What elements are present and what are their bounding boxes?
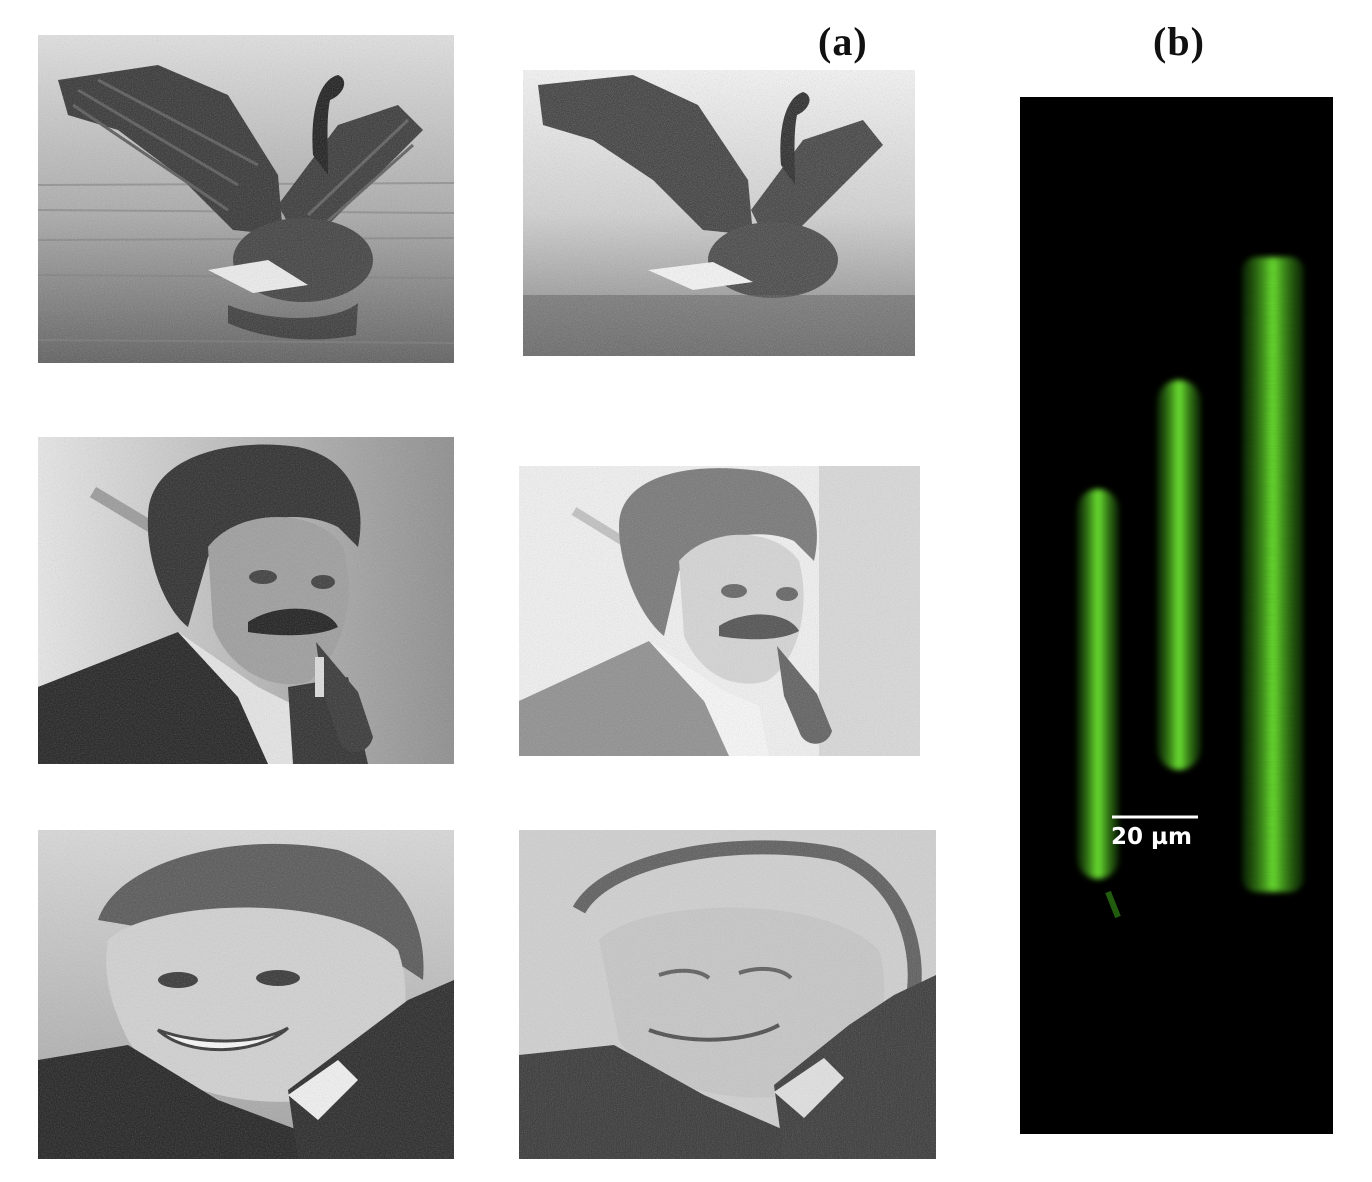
- smiling-man-reconstructed-image: [519, 830, 936, 1159]
- pipe-portrait-reconstructed-image: [519, 466, 920, 756]
- panel-a-label: (a): [818, 19, 868, 64]
- fluorescence-micrograph: 20 µm: [1020, 97, 1333, 1134]
- panel-b-label: (b): [1153, 19, 1205, 64]
- goose-reconstructed-image: [523, 70, 915, 356]
- pipe-portrait-original-image: [38, 437, 454, 764]
- fiber-2: [1157, 380, 1201, 770]
- fiber-1: [1077, 489, 1119, 879]
- scale-bar-label: 20 µm: [1111, 824, 1192, 850]
- smiling-man-original-image: [38, 830, 454, 1159]
- goose-original-image: [38, 35, 454, 363]
